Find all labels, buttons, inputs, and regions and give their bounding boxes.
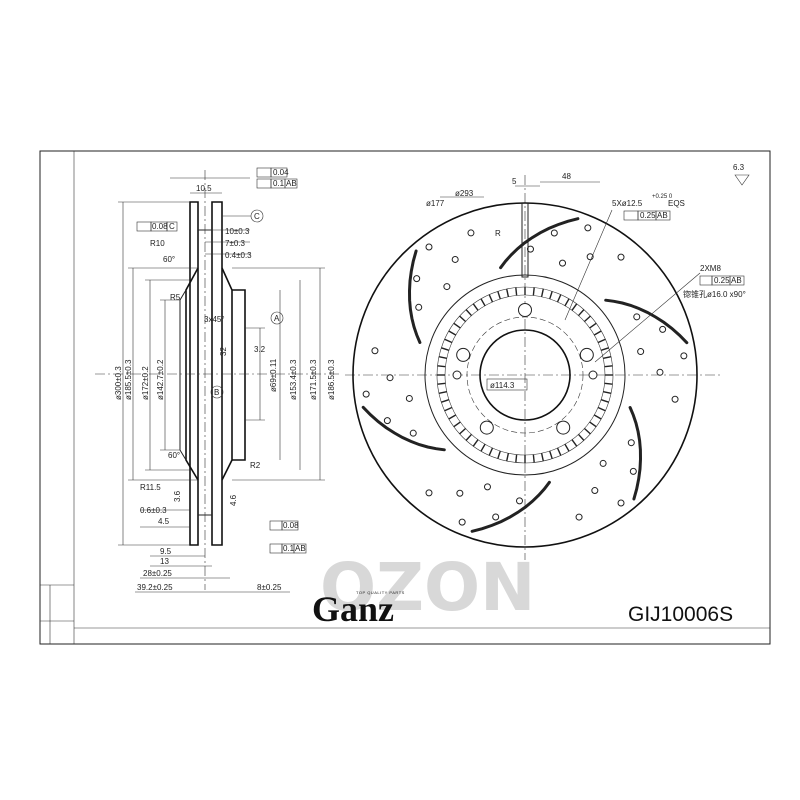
dim-thickness: 10.5: [196, 184, 212, 193]
svg-text:0.04: 0.04: [273, 168, 289, 177]
dim-13: 13: [160, 557, 169, 566]
label-32: 32: [219, 347, 228, 356]
label-r2: R2: [250, 461, 261, 470]
datum-b: B: [214, 388, 219, 397]
dim-28: 28±0.25: [143, 569, 172, 578]
label-3-2: 3.2: [254, 345, 266, 354]
dim-45: 4.5: [158, 517, 170, 526]
dim-d69: ø69±0.11: [269, 358, 278, 392]
watermark: OZON: [320, 549, 535, 626]
dim-06: 0.6±0.3: [140, 506, 167, 515]
svg-text:AB: AB: [295, 544, 306, 553]
label-r10: R10: [150, 239, 165, 248]
svg-text:0.08: 0.08: [152, 222, 168, 231]
cross-drilled-holes: [362, 224, 688, 526]
dim-7: 7±0.3: [225, 239, 246, 248]
label-36: 3.6: [173, 490, 182, 502]
drawing-border: [39, 150, 771, 645]
svg-text:2XM8: 2XM8: [700, 264, 721, 273]
tolerance-frame-parallel: 0.08 C: [136, 221, 178, 232]
dim-392: 39.2±0.25: [137, 583, 173, 592]
datum-c: C: [254, 212, 260, 221]
disc-outer-edge: [352, 202, 698, 548]
friction-inner-edge: [424, 274, 626, 476]
svg-text:5Xø12.5: 5Xø12.5: [612, 199, 643, 208]
svg-text:0.25: 0.25: [714, 276, 730, 285]
label-48: 48: [562, 172, 571, 181]
thread-hole-left: [452, 370, 462, 380]
svg-text:6.3: 6.3: [733, 163, 745, 172]
label-d293: ø293: [455, 189, 474, 198]
center-bore-label: ø114.3: [486, 378, 528, 391]
wheel-bolt-holes: [456, 303, 594, 435]
svg-text:EQS: EQS: [668, 199, 685, 208]
svg-text:AB: AB: [731, 276, 742, 285]
svg-text:+0.25 0: +0.25 0: [652, 194, 673, 200]
front-disc-view: [345, 175, 720, 560]
svg-text:0.25: 0.25: [640, 211, 656, 220]
dim-d300: ø300±0.3: [114, 366, 123, 400]
svg-text:0.1: 0.1: [283, 544, 295, 553]
label-46: 4.6: [229, 494, 238, 506]
hub-bore: [479, 329, 571, 421]
dim-10: 10±0.3: [225, 227, 250, 236]
dim-d1534: ø153.4±0.3: [289, 359, 298, 400]
brand-logo: Ganz: [312, 589, 395, 629]
dim-d1715: ø171.5±0.3: [309, 359, 318, 400]
abs-tone-ring: [437, 287, 613, 463]
label-r: R: [495, 229, 501, 238]
dim-04: 0.4±0.3: [225, 251, 252, 260]
svg-text:0.08: 0.08: [283, 521, 299, 530]
label-r5: R5: [170, 293, 181, 302]
brand-tagline: TOP QUALITY PARTS: [356, 590, 405, 595]
roughness-symbol: 6.3: [733, 163, 750, 186]
thread-hole-right: [588, 370, 598, 380]
label-60-top: 60°: [163, 255, 175, 264]
svg-text:锪锥孔ø16.0 x90°: 锪锥孔ø16.0 x90°: [683, 289, 746, 299]
label-d177: ø177: [426, 199, 445, 208]
svg-text:C: C: [169, 222, 175, 231]
dim-8: 8±0.25: [257, 583, 282, 592]
dim-d1427: ø142.7±0.2: [156, 359, 165, 400]
svg-text:AB: AB: [657, 211, 668, 220]
svg-text:AB: AB: [286, 179, 297, 188]
datum-a: A: [274, 314, 280, 323]
svg-text:0.1: 0.1: [273, 179, 285, 188]
label-60-bottom: 60°: [168, 451, 180, 460]
label-r115: R11.5: [140, 483, 161, 492]
label-5: 5: [512, 177, 517, 186]
part-number: GIJ10006S: [628, 603, 734, 626]
dim-d1855: ø185.5±0.3: [124, 359, 133, 400]
label-chamfer: 3x45°: [204, 315, 225, 324]
dim-95: 9.5: [160, 547, 172, 556]
dim-d172: ø172±0.2: [141, 366, 150, 400]
dim-d1865: ø186.5±0.3: [327, 359, 336, 400]
tolerance-frame-top: 0.04 0.1 AB: [256, 167, 298, 189]
thread-callout: 2XM8 0.25 AB 锪锥孔ø16.0 x90°: [594, 264, 746, 363]
curved-slots: [361, 217, 689, 533]
side-section-view: 10.5 10±0.3 7±0.3 0.4±0.3 R10 60° R5 60°…: [95, 167, 340, 593]
svg-text:ø114.3: ø114.3: [490, 381, 515, 390]
bolt-callout: 5Xø12.5 +0.25 0 EQS 0.25 AB: [564, 194, 685, 321]
tolerance-frame-bottom: 0.08 0.1 AB: [269, 520, 307, 554]
